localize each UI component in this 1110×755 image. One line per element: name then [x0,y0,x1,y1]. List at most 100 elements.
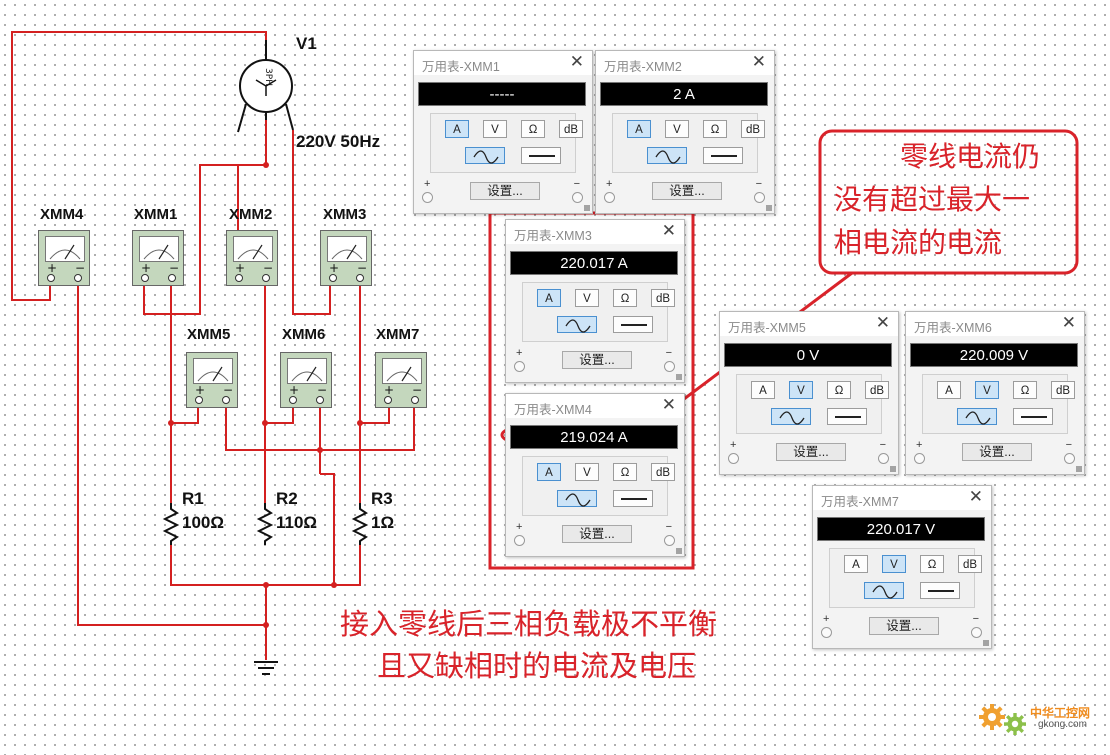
ac-wave-button[interactable] [557,490,597,507]
settings-button[interactable]: 设置... [776,443,846,461]
ac-wave-button[interactable] [771,408,811,425]
panel-terminal-minus[interactable] [878,453,889,464]
close-icon[interactable]: ✕ [661,395,676,414]
panel-terminal-plus[interactable] [514,535,525,546]
terminal-plus[interactable] [329,274,337,282]
panel-terminal-plus[interactable] [728,453,739,464]
settings-button[interactable]: 设置... [562,525,632,543]
terminal-minus[interactable] [168,274,176,282]
schematic-meter-xmm4[interactable]: +− [38,230,90,286]
mode-ohm-button[interactable]: Ω [827,381,851,399]
mode-ohm-button[interactable]: Ω [613,289,637,307]
mode-a-button[interactable]: A [844,555,868,573]
close-icon[interactable]: ✕ [661,221,676,240]
mode-v-button[interactable]: V [483,120,507,138]
mode-db-button[interactable]: dB [1051,381,1075,399]
mode-db-button[interactable]: dB [559,120,583,138]
schematic-meter-xmm3[interactable]: +− [320,230,372,286]
ac-wave-button[interactable] [957,408,997,425]
panel-terminal-minus[interactable] [971,627,982,638]
schematic-meter-xmm5[interactable]: +− [186,352,238,408]
settings-button[interactable]: 设置... [652,182,722,200]
mode-v-button[interactable]: V [665,120,689,138]
close-icon[interactable]: ✕ [875,313,890,332]
mode-ohm-button[interactable]: Ω [703,120,727,138]
terminal-minus[interactable] [411,396,419,404]
terminal-minus[interactable] [356,274,364,282]
settings-button[interactable]: 设置... [470,182,540,200]
panel-titlebar[interactable]: 万用表-XMM6✕ [906,312,1084,336]
close-icon[interactable]: ✕ [751,52,766,71]
mode-a-button[interactable]: A [937,381,961,399]
settings-button[interactable]: 设置... [562,351,632,369]
mode-a-button[interactable]: A [627,120,651,138]
close-icon[interactable]: ✕ [1061,313,1076,332]
mode-a-button[interactable]: A [445,120,469,138]
panel-titlebar[interactable]: 万用表-XMM3✕ [506,220,684,244]
mode-db-button[interactable]: dB [651,289,675,307]
close-icon[interactable]: ✕ [569,52,584,71]
panel-titlebar[interactable]: 万用表-XMM5✕ [720,312,898,336]
panel-terminal-minus[interactable] [754,192,765,203]
panel-terminal-minus[interactable] [1064,453,1075,464]
terminal-minus[interactable] [222,396,230,404]
panel-titlebar[interactable]: 万用表-XMM1✕ [414,51,592,75]
terminal-plus[interactable] [235,274,243,282]
resize-grip-icon[interactable] [766,205,772,211]
panel-terminal-minus[interactable] [664,535,675,546]
terminal-plus[interactable] [384,396,392,404]
terminal-plus[interactable] [195,396,203,404]
dc-button[interactable] [827,408,867,425]
dc-button[interactable] [1013,408,1053,425]
mode-a-button[interactable]: A [537,289,561,307]
resize-grip-icon[interactable] [1076,466,1082,472]
ac-wave-button[interactable] [557,316,597,333]
mode-v-button[interactable]: V [575,289,599,307]
mode-db-button[interactable]: dB [958,555,982,573]
panel-terminal-plus[interactable] [422,192,433,203]
dc-button[interactable] [920,582,960,599]
mode-a-button[interactable]: A [537,463,561,481]
panel-terminal-minus[interactable] [664,361,675,372]
panel-terminal-minus[interactable] [572,192,583,203]
mode-ohm-button[interactable]: Ω [613,463,637,481]
terminal-plus[interactable] [289,396,297,404]
ac-wave-button[interactable] [465,147,505,164]
terminal-minus[interactable] [262,274,270,282]
resize-grip-icon[interactable] [676,548,682,554]
terminal-plus[interactable] [47,274,55,282]
resize-grip-icon[interactable] [983,640,989,646]
mode-ohm-button[interactable]: Ω [521,120,545,138]
mode-v-button[interactable]: V [975,381,999,399]
ac-wave-button[interactable] [647,147,687,164]
mode-v-button[interactable]: V [789,381,813,399]
mode-db-button[interactable]: dB [741,120,765,138]
ac-wave-button[interactable] [864,582,904,599]
dc-button[interactable] [703,147,743,164]
terminal-plus[interactable] [141,274,149,282]
schematic-meter-xmm7[interactable]: +− [375,352,427,408]
mode-v-button[interactable]: V [882,555,906,573]
dc-button[interactable] [521,147,561,164]
panel-titlebar[interactable]: 万用表-XMM2✕ [596,51,774,75]
mode-db-button[interactable]: dB [865,381,889,399]
settings-button[interactable]: 设置... [869,617,939,635]
resize-grip-icon[interactable] [676,374,682,380]
settings-button[interactable]: 设置... [962,443,1032,461]
terminal-minus[interactable] [74,274,82,282]
dc-button[interactable] [613,490,653,507]
schematic-meter-xmm1[interactable]: +− [132,230,184,286]
dc-button[interactable] [613,316,653,333]
mode-db-button[interactable]: dB [651,463,675,481]
panel-titlebar[interactable]: 万用表-XMM4✕ [506,394,684,418]
panel-titlebar[interactable]: 万用表-XMM7✕ [813,486,991,510]
panel-terminal-plus[interactable] [914,453,925,464]
mode-ohm-button[interactable]: Ω [1013,381,1037,399]
